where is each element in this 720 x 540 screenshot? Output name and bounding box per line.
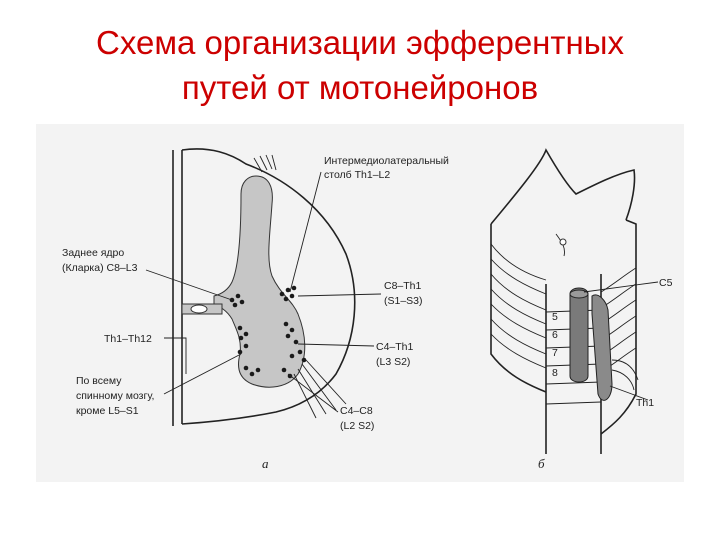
segment-right-edge: [600, 219, 637, 435]
lateral-motor-dots: [283, 321, 307, 363]
label-seg-8: 8: [552, 367, 558, 379]
title-line-2: путей от мотонейронов: [181, 69, 539, 106]
label-c8th1-2: (S1–S3): [384, 295, 423, 307]
label-c4c8-2: (L2 S2): [340, 420, 374, 432]
panel-a-cross-section: Интермедиолатеральный столб Th1–L2 Задне…: [62, 148, 449, 471]
title-line-1: Схема организации эфферентных: [96, 24, 624, 61]
medial-motor-dots: [237, 325, 249, 355]
segment-left-edge: [490, 224, 547, 393]
label-seg-6: 6: [552, 329, 558, 341]
label-c5: C5: [659, 277, 673, 289]
motor-column-th1: [591, 294, 613, 401]
ventral-root-3d: [611, 359, 639, 381]
label-intermedio-1: Интермедиолатеральный: [324, 155, 449, 167]
label-whole-3: кроме L5–S1: [76, 405, 139, 417]
panel-a-letter: а: [262, 456, 269, 471]
intermedio-dots: [279, 285, 297, 302]
segment-top-surface: [490, 148, 636, 225]
motor-column-top: [569, 289, 589, 299]
label-clark-2: (Кларка) C8–L3: [62, 262, 138, 274]
label-th1: Th1: [636, 397, 654, 409]
clark-nucleus-dots: [229, 293, 245, 308]
segment-rings-left: [490, 243, 547, 369]
label-c4th1-2: (L3 S2): [376, 356, 410, 368]
panel-b-letter: б: [538, 456, 545, 471]
label-seg-5: 5: [552, 311, 558, 323]
central-canal: [190, 304, 208, 314]
label-whole-1: По всему: [76, 375, 122, 387]
cord-outline: [181, 148, 356, 425]
label-seg-7: 7: [552, 347, 558, 359]
label-c4th1-1: C4–Th1: [376, 341, 414, 353]
label-c8th1-1: C8–Th1: [384, 280, 422, 292]
label-th1th12: Th1–Th12: [104, 333, 152, 345]
central-canal-3d: [559, 238, 567, 246]
slide-title: Схема организации эфферентных путей от м…: [0, 20, 720, 110]
label-c4c8-1: C4–C8: [340, 405, 373, 417]
panel-b-segment: C5 Th1 5 6 7 8 б: [490, 148, 673, 471]
spinal-cord-figure: Интермедиолатеральный столб Th1–L2 Задне…: [36, 124, 684, 482]
label-clark-1: Заднее ядро: [62, 247, 124, 259]
motor-column-c5: [569, 287, 589, 383]
leader-lines-b: [583, 281, 659, 401]
ventral-root-3d-2: [611, 369, 635, 391]
gray-matter-horn: [213, 175, 306, 388]
label-whole-2: спинному мозгу,: [76, 390, 154, 402]
dorsal-root-fibers: [253, 154, 277, 173]
leader-lines-a: [145, 171, 382, 413]
label-intermedio-2: столб Th1–L2: [324, 169, 390, 181]
figure-svg: Интермедиолатеральный столб Th1–L2 Задне…: [62, 148, 673, 471]
